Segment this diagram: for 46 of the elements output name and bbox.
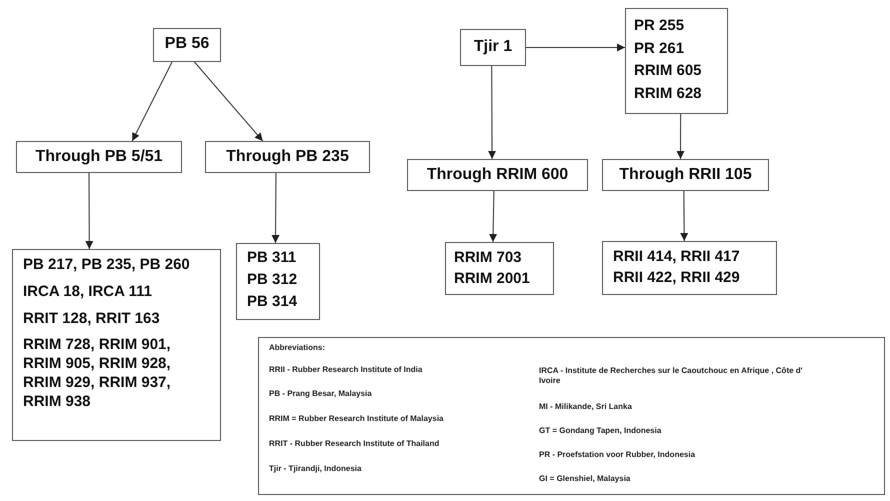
arrow bbox=[489, 190, 498, 242]
abbreviation-entry: GI = Glenshiel, Malaysia bbox=[539, 474, 632, 484]
arrow bbox=[85, 172, 94, 250]
clone-name-text: Through PB 5/51 bbox=[35, 147, 163, 167]
clone-name-text: Tjir 1 bbox=[474, 37, 512, 57]
clone-name-text: RRIM 728, RRIM 901, RRIM 905, RRIM 928, RRIM 929, RRIM 937, RRIM 938 bbox=[23, 336, 172, 412]
legend-heading: Abbreviations: bbox=[269, 343, 326, 354]
abbreviation-entry: MI - Milikande, Sri Lanka bbox=[539, 402, 633, 412]
clone-name-text: Through RRIM 600 bbox=[426, 165, 568, 185]
clone-name-text: PB 217, PB 235, PB 260 bbox=[23, 256, 190, 275]
abbreviation-entry: RRIT - Rubber Research Institute of Thailand bbox=[269, 439, 440, 450]
abbreviation-entry: PB - Prang Besar, Malaysia bbox=[269, 389, 373, 400]
arrow bbox=[680, 190, 688, 242]
clone-list-box bbox=[236, 243, 320, 320]
abbreviation-entry: Tjir - Tjirandji, Indonesia bbox=[269, 464, 362, 474]
abbreviation-entry: RRII - Rubber Research Institute of India bbox=[269, 365, 424, 376]
pathway-box bbox=[602, 159, 769, 191]
clone-name-text: PR 255 PR 261 RRIM 605 RRIM 628 bbox=[634, 16, 703, 104]
clone-name-text: PB 311 PB 312 PB 314 bbox=[247, 248, 298, 312]
arrow bbox=[132, 62, 173, 142]
pathway-box bbox=[407, 159, 588, 191]
clone-name-text: PB 56 bbox=[164, 34, 210, 54]
pathway-box bbox=[16, 141, 182, 173]
abbreviation-entry: PR - Proefstation voor Rubber, Indonesia bbox=[539, 450, 696, 460]
clone-list-box bbox=[12, 249, 221, 441]
clone-name-text: IRCA 18, IRCA 111 bbox=[23, 282, 152, 302]
parent-clone-box bbox=[153, 28, 221, 62]
abbreviation-entry: RRIM = Rubber Research Institute of Malaysia bbox=[269, 414, 444, 424]
abbreviations-panel bbox=[258, 337, 885, 495]
clone-list-box bbox=[625, 8, 728, 114]
abbreviation-entry: GT = Gondang Tapen, Indonesia bbox=[539, 426, 662, 436]
arrow bbox=[526, 44, 626, 52]
clone-list-box bbox=[445, 242, 554, 295]
arrow bbox=[488, 66, 496, 160]
abbreviation-entry: IRCA - Institute de Recherches sur le Caoutchouc en Afrique , Côte d' Ivoire bbox=[539, 366, 804, 387]
arrow bbox=[194, 62, 264, 142]
clone-name-text: RRIM 703 RRIM 2001 bbox=[454, 248, 531, 289]
parent-clone-box bbox=[460, 29, 526, 66]
clone-list-box bbox=[602, 241, 777, 295]
clone-name-text: Through PB 235 bbox=[226, 147, 349, 167]
clone-name-text: Through RRII 105 bbox=[619, 165, 752, 185]
clone-name-text: RRIT 128, RRIT 163 bbox=[23, 310, 160, 328]
arrow bbox=[272, 172, 280, 244]
clone-name-text: RRII 414, RRII 417 RRII 422, RRII 429 bbox=[613, 247, 741, 288]
pathway-box bbox=[205, 141, 370, 173]
arrow bbox=[676, 114, 685, 160]
